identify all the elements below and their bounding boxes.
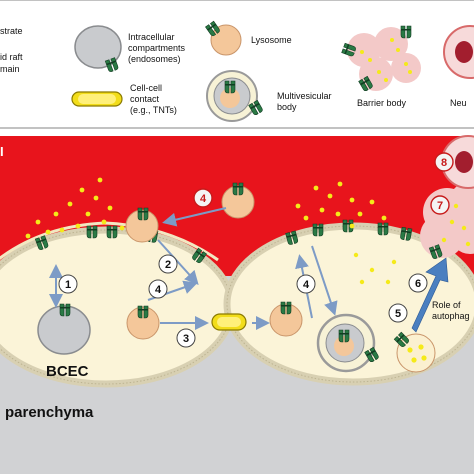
- legend-barrier-body-icon: [341, 25, 421, 93]
- legend-lipid-raft-label-2: main: [0, 64, 20, 74]
- svg-text:1: 1: [65, 279, 71, 291]
- endosome-left: [37, 303, 91, 355]
- lumen-vesicle-right: [221, 182, 255, 219]
- lumen-vesicle-left: [125, 207, 159, 243]
- step-4-left: 4: [148, 279, 168, 299]
- step-5: 5: [388, 303, 408, 323]
- svg-text:7: 7: [437, 200, 443, 212]
- bcec-cell-left: [0, 221, 236, 388]
- multivesicular-body: [316, 313, 380, 373]
- arrow-step-4-down: [311, 245, 338, 316]
- svg-text:4: 4: [200, 193, 207, 205]
- svg-text:3: 3: [183, 333, 189, 345]
- legend-intracellular-label-2: compartments: [128, 43, 186, 53]
- legend-contact-label-3: (e.g., TNTs): [130, 105, 177, 115]
- step-2: 2: [158, 254, 178, 274]
- step-4-top: 4: [193, 188, 213, 208]
- parenchyma-label: parenchyma: [5, 404, 94, 421]
- legend-panel: strate id raft main Intracellular compar…: [0, 0, 474, 129]
- legend-lysosome-icon: [204, 20, 242, 56]
- autophagy-label-1: Role of: [432, 300, 461, 310]
- legend-mvb-icon: [206, 70, 264, 122]
- legend-contact-label-2: contact: [130, 94, 160, 104]
- svg-text:4: 4: [303, 279, 310, 291]
- legend-tnt-icon: [71, 91, 123, 107]
- svg-text:8: 8: [441, 157, 447, 169]
- main-panel: I: [0, 135, 474, 474]
- svg-text:4: 4: [155, 284, 162, 296]
- legend-substrate-label: strate: [0, 26, 23, 36]
- svg-text:5: 5: [395, 308, 401, 320]
- step-8: 8: [434, 152, 454, 172]
- cell-cell-contact: [211, 313, 247, 331]
- step-1: 1: [58, 274, 78, 294]
- ligand-particles: [25, 177, 397, 285]
- legend-barrier-body-label: Barrier body: [357, 98, 407, 108]
- lysosome-right-cell: [269, 301, 303, 337]
- svg-text:2: 2: [165, 259, 171, 271]
- legend-intracellular-label-1: Intracellular: [128, 32, 175, 42]
- legend-lysosome-label: Lysosome: [251, 35, 292, 45]
- step-3: 3: [176, 328, 196, 348]
- step-markers: 1 2 3 4 4 4 5 6 7 8: [58, 152, 454, 348]
- autophagy-arrow: [411, 257, 449, 333]
- panel-mark: I: [0, 144, 4, 159]
- legend-intracellular-label-3: (endosomes): [128, 54, 181, 64]
- autophagy-label-2: autophag: [432, 311, 470, 321]
- arrow-step-4-top: [162, 207, 227, 227]
- svg-text:6: 6: [415, 278, 421, 290]
- step-6: 6: [408, 273, 428, 293]
- lysosome-left-cell: [126, 305, 160, 340]
- step-7: 7: [430, 195, 450, 215]
- bcec-label: BCEC: [46, 363, 89, 380]
- legend-neuron-label: Neu: [450, 98, 467, 108]
- legend-lipid-raft-label-1: id raft: [0, 52, 23, 62]
- legend-contact-label-1: Cell-cell: [130, 83, 162, 93]
- autophagic-vesicle: [393, 331, 436, 373]
- legend-endosome-icon: [74, 25, 122, 73]
- step-4-right: 4: [296, 274, 316, 294]
- legend-mvb-label-2: body: [277, 102, 297, 112]
- legend-mvb-label-1: Multivesicular: [277, 91, 332, 101]
- legend-neuron-icon: [443, 25, 474, 79]
